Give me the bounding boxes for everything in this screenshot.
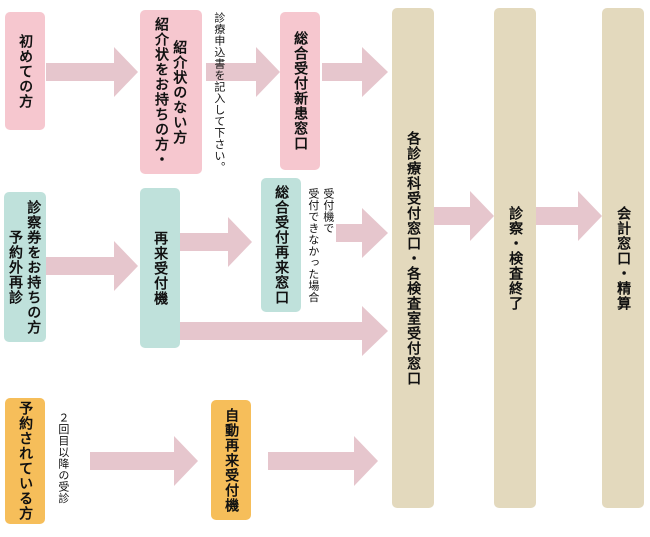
arrow-return-desk-to-dept [336,208,388,258]
note-fill-form: 診療申込書を記入して下さい。 [212,12,226,173]
arrow-machine-to-dept [180,306,388,356]
arrow-reserved-to-auto [90,436,198,486]
arrow-return-to-machine [46,241,138,291]
node-general-desk-return: 総合受付再来窓口 [261,178,301,312]
arrow-referral-to-new-desk [206,47,280,97]
node-referral: 紹介状をお持ちの方・ 紹介状のない方 [140,10,202,174]
node-return-reservation-card: 予約外再診 診察券をお持ちの方 [4,192,46,342]
node-cashier-label: 会計窓口・精算 [615,205,632,311]
node-general-desk-new: 総合受付新患窓口 [280,12,320,170]
node-return-label-1: 予約外再診 [7,229,23,305]
note-cannot-use-machine-2: 受付できなかった場合 [306,188,320,303]
node-return-reception-label: 再来受付機 [152,230,169,306]
node-exam-done-label: 診察・検査終了 [507,205,524,311]
node-reserved: 予約されている方 [5,398,45,524]
node-auto-return-reception: 自動再来受付機 [211,400,251,520]
arrow-dept-to-exam [434,191,494,241]
node-referral-label-2: 紹介状のない方 [171,39,188,145]
node-first-visit-label: 初めての方 [17,33,34,109]
node-reserved-label: 予約されている方 [17,401,34,521]
node-auto-return-label: 自動再来受付機 [223,407,240,513]
node-general-desk-return-label: 総合受付再来窓口 [273,185,290,305]
node-dept-desks: 各診療科受付窓口・各検査室受付窓口 [392,8,434,508]
arrow-machine-to-return-desk [180,217,252,267]
note-second-visit-onward: ２回目以降の受診 [56,412,70,504]
arrow-auto-to-dept [268,436,378,486]
arrow-exam-to-cashier [536,191,602,241]
arrow-first-to-referral [46,47,138,97]
node-dept-desks-label: 各診療科受付窓口・各検査室受付窓口 [405,130,422,386]
node-referral-label-1: 紹介状をお持ちの方・ [153,17,169,167]
node-general-desk-new-label: 総合受付新患窓口 [292,31,309,151]
node-first-visit: 初めての方 [5,12,45,130]
node-cashier: 会計窓口・精算 [602,8,644,508]
node-return-label-2: 診察券をお持ちの方 [25,199,42,335]
node-return-reception-machine: 再来受付機 [140,188,180,348]
node-exam-done: 診察・検査終了 [494,8,536,508]
note-cannot-use-machine-1: 受付機で [321,188,335,234]
arrow-new-desk-to-dept [322,47,388,97]
